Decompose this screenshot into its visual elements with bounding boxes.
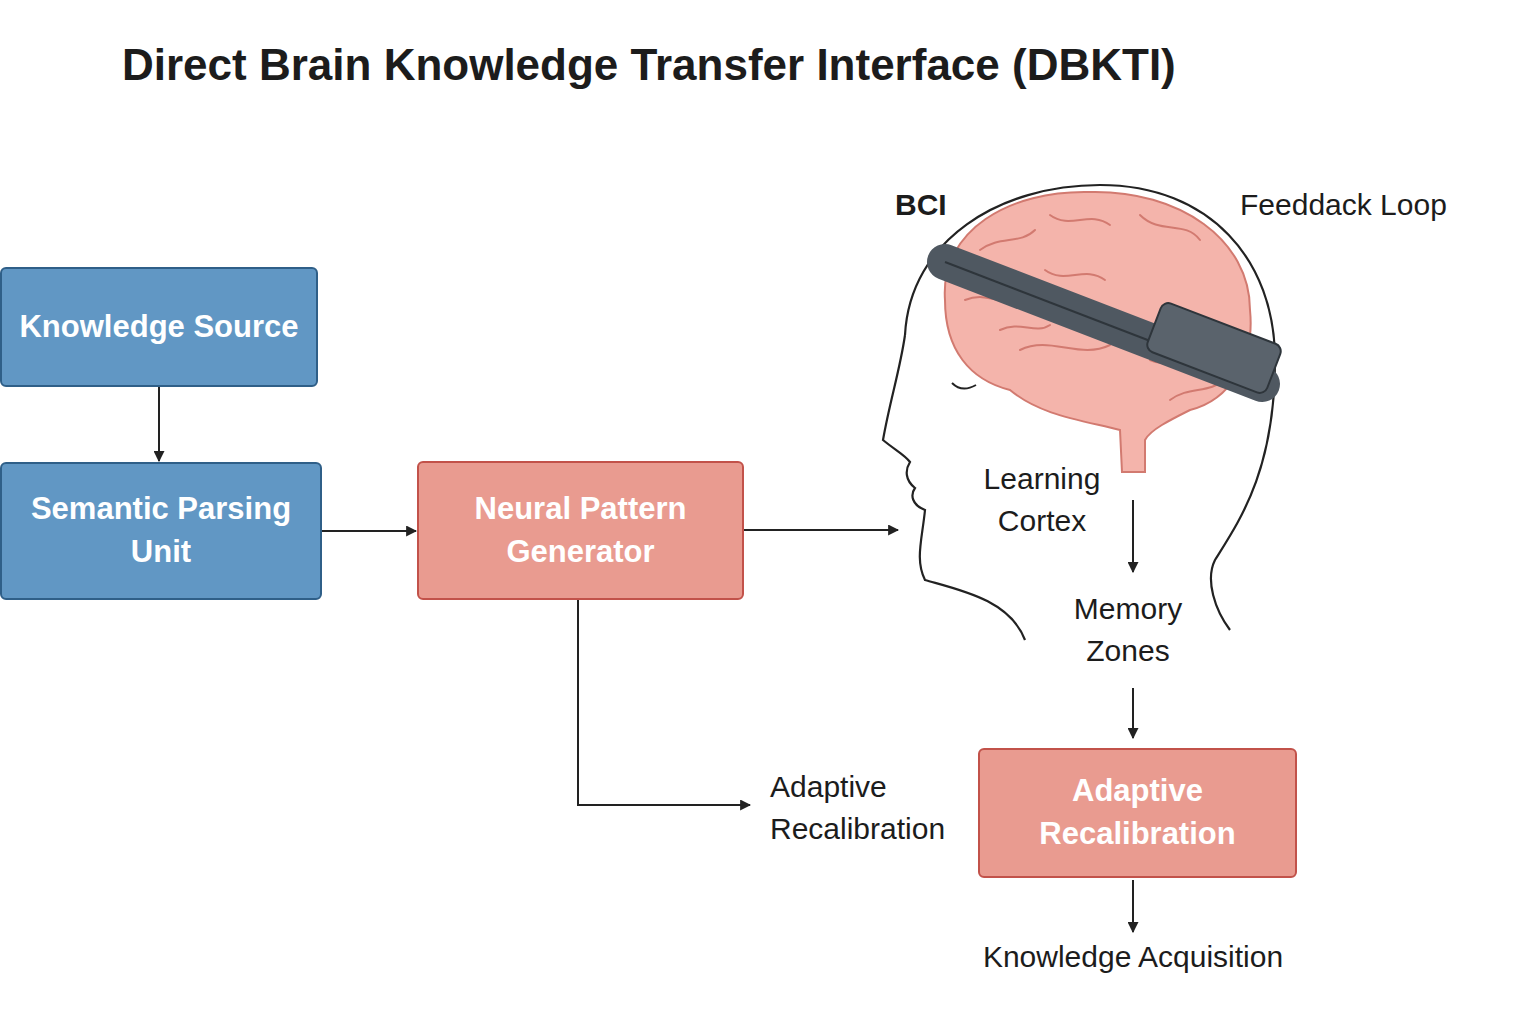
bci-module bbox=[1145, 301, 1283, 395]
diagram-label: Adaptive Recalibration bbox=[770, 766, 975, 850]
diagram-label: Learning Cortex bbox=[957, 458, 1127, 542]
diagram-label: BCI bbox=[895, 184, 985, 226]
box-text: Adaptive Recalibration bbox=[980, 770, 1295, 856]
process-box: Neural Pattern Generator bbox=[417, 461, 744, 600]
diagram-title: Direct Brain Knowledge Transfer Interfac… bbox=[122, 40, 1176, 90]
process-box: Adaptive Recalibration bbox=[978, 748, 1297, 878]
box-text: Neural Pattern Generator bbox=[419, 488, 742, 574]
closed-eye bbox=[952, 383, 976, 389]
process-box: Knowledge Source bbox=[0, 267, 318, 387]
box-text: Knowledge Source bbox=[9, 306, 308, 349]
head-outline bbox=[905, 185, 1275, 630]
flow-arrow bbox=[158, 387, 160, 461]
diagram-label: Memory Zones bbox=[1048, 588, 1208, 672]
diagram-label: Feeddack Loop bbox=[1240, 184, 1510, 226]
diagram-label: Knowledge Acquisition bbox=[943, 936, 1323, 978]
flow-arrow bbox=[322, 530, 416, 532]
process-box: Semantic Parsing Unit bbox=[0, 462, 322, 600]
box-text: Semantic Parsing Unit bbox=[2, 488, 320, 574]
